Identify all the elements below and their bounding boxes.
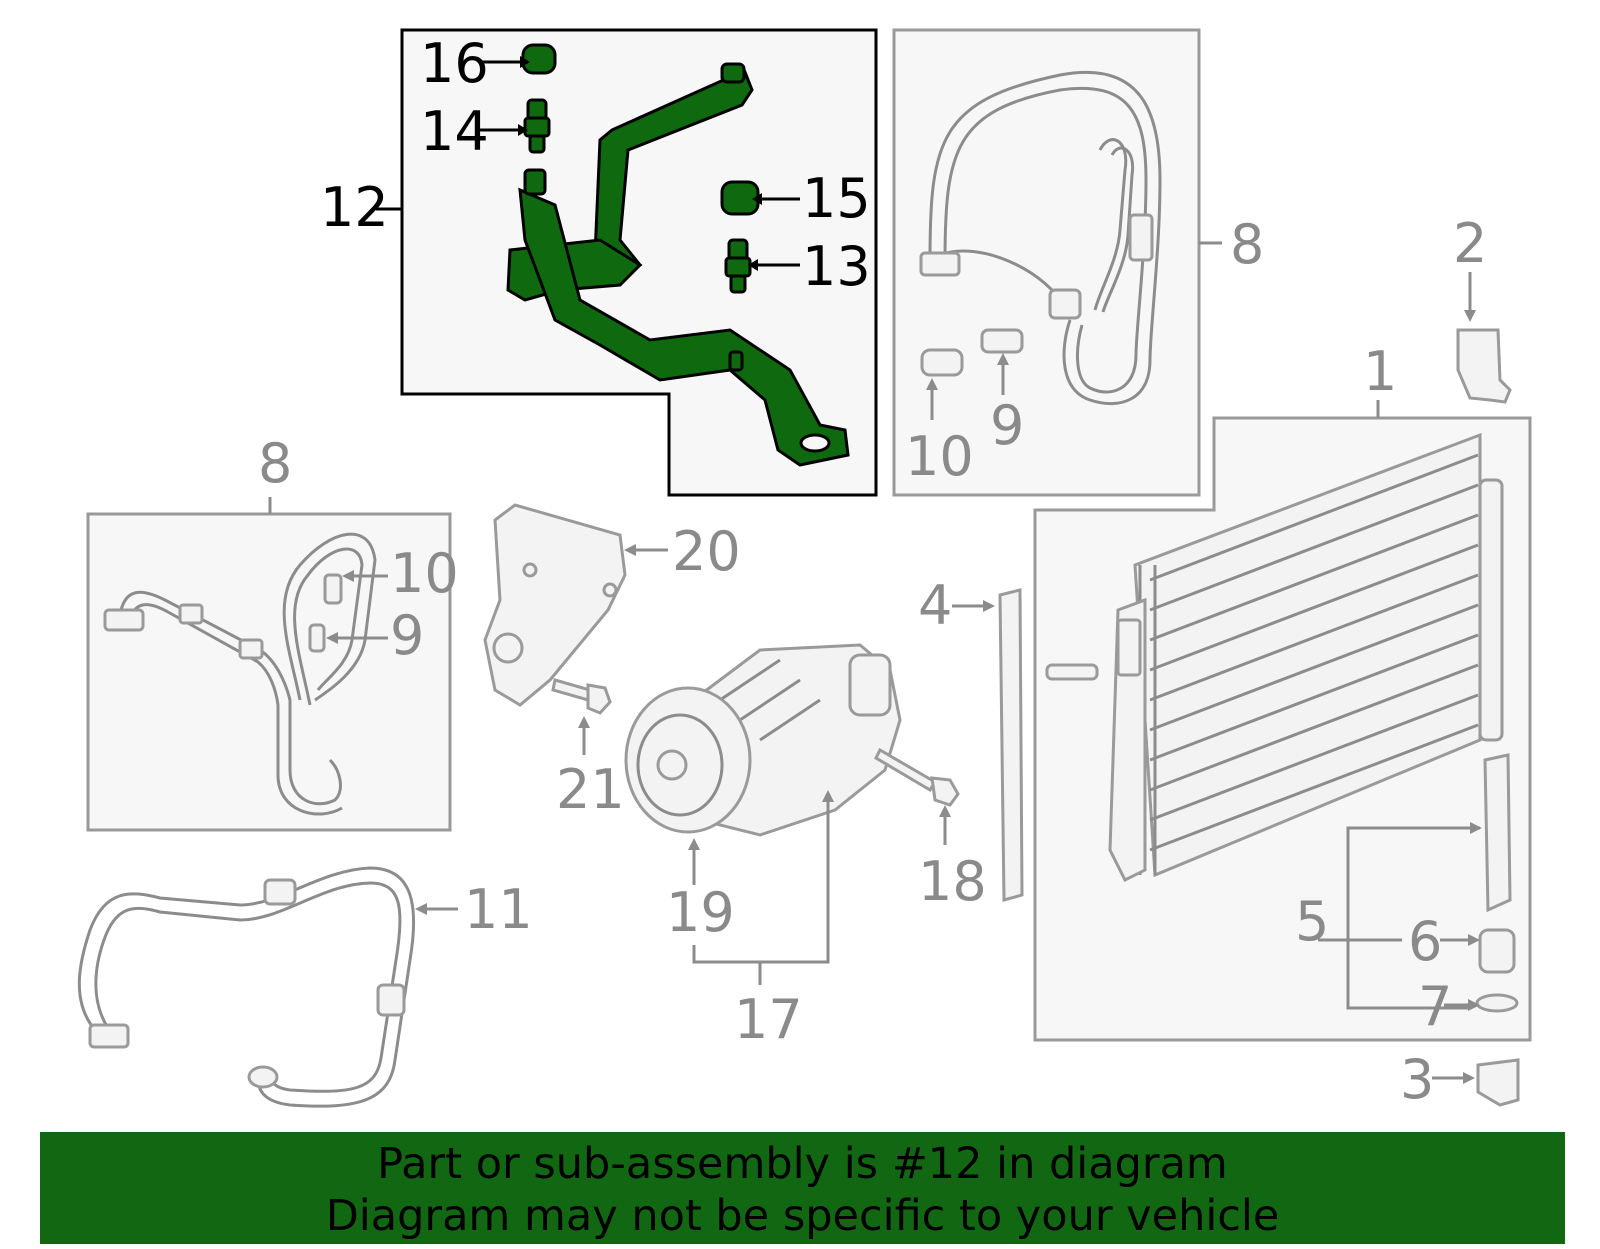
- callout-14: 14: [420, 100, 489, 163]
- banner-line-1: Part or sub-assembly is #12 in diagram: [377, 1139, 1228, 1189]
- info-banner: Part or sub-assembly is #12 in diagram D…: [40, 1132, 1565, 1244]
- callout-19: 19: [666, 881, 735, 944]
- callout-2: 2: [1453, 212, 1487, 275]
- callout-6: 6: [1408, 910, 1442, 973]
- part-13-valve-core[interactable]: [724, 238, 752, 294]
- part-20-bracket[interactable]: [483, 503, 627, 707]
- callout-13: 13: [802, 235, 871, 298]
- callout-4: 4: [918, 574, 952, 637]
- callout-10-left: 10: [390, 542, 459, 605]
- callout-8-top: 8: [1230, 213, 1264, 276]
- part-7-oring[interactable]: [1475, 993, 1519, 1013]
- callout-9-left: 9: [390, 604, 424, 667]
- part-4-seal[interactable]: [998, 588, 1024, 902]
- callout-11: 11: [464, 878, 533, 941]
- part-18-bolt[interactable]: [874, 747, 960, 807]
- part-2-bracket[interactable]: [1456, 328, 1512, 404]
- part-17-compressor[interactable]: [698, 643, 902, 837]
- callout-12: 12: [320, 176, 389, 239]
- callout-15: 15: [802, 167, 871, 230]
- part-6-plug[interactable]: [1478, 928, 1516, 974]
- part-16-cap[interactable]: [521, 43, 557, 75]
- callout-1: 1: [1363, 340, 1397, 403]
- part-15-cap[interactable]: [720, 180, 760, 216]
- callout-18: 18: [918, 850, 987, 913]
- callout-9-top: 9: [990, 394, 1024, 457]
- part-11-hose[interactable]: [77, 866, 416, 1108]
- callout-17: 17: [734, 988, 803, 1051]
- part-5-filter[interactable]: [1483, 753, 1512, 913]
- part-10-sensor-left[interactable]: [323, 573, 343, 605]
- part-9-valve-top[interactable]: [980, 328, 1024, 354]
- part-10-sensor-top[interactable]: [920, 348, 964, 377]
- callout-10-top: 10: [905, 425, 974, 488]
- part-1-condenser[interactable]: [1045, 432, 1504, 883]
- callout-5: 5: [1295, 890, 1329, 953]
- callout-3: 3: [1400, 1048, 1434, 1111]
- part-3-clip[interactable]: [1476, 1058, 1520, 1107]
- part-12-pipe-assembly[interactable]: [506, 62, 850, 467]
- banner-line-2: Diagram may not be specific to your vehi…: [325, 1191, 1280, 1241]
- callout-20: 20: [672, 520, 741, 583]
- part-19-clutch[interactable]: [624, 686, 752, 834]
- part-8-hose-left[interactable]: [103, 532, 377, 816]
- callout-16: 16: [420, 32, 489, 95]
- callout-21: 21: [556, 758, 625, 821]
- part-14-valve-core[interactable]: [523, 98, 551, 154]
- callout-8-left: 8: [258, 432, 292, 495]
- panel-8-left: [86, 512, 452, 832]
- part-8-hose-top[interactable]: [919, 70, 1162, 406]
- part-9-valve-left[interactable]: [308, 623, 326, 653]
- part-21-bolt[interactable]: [551, 678, 612, 715]
